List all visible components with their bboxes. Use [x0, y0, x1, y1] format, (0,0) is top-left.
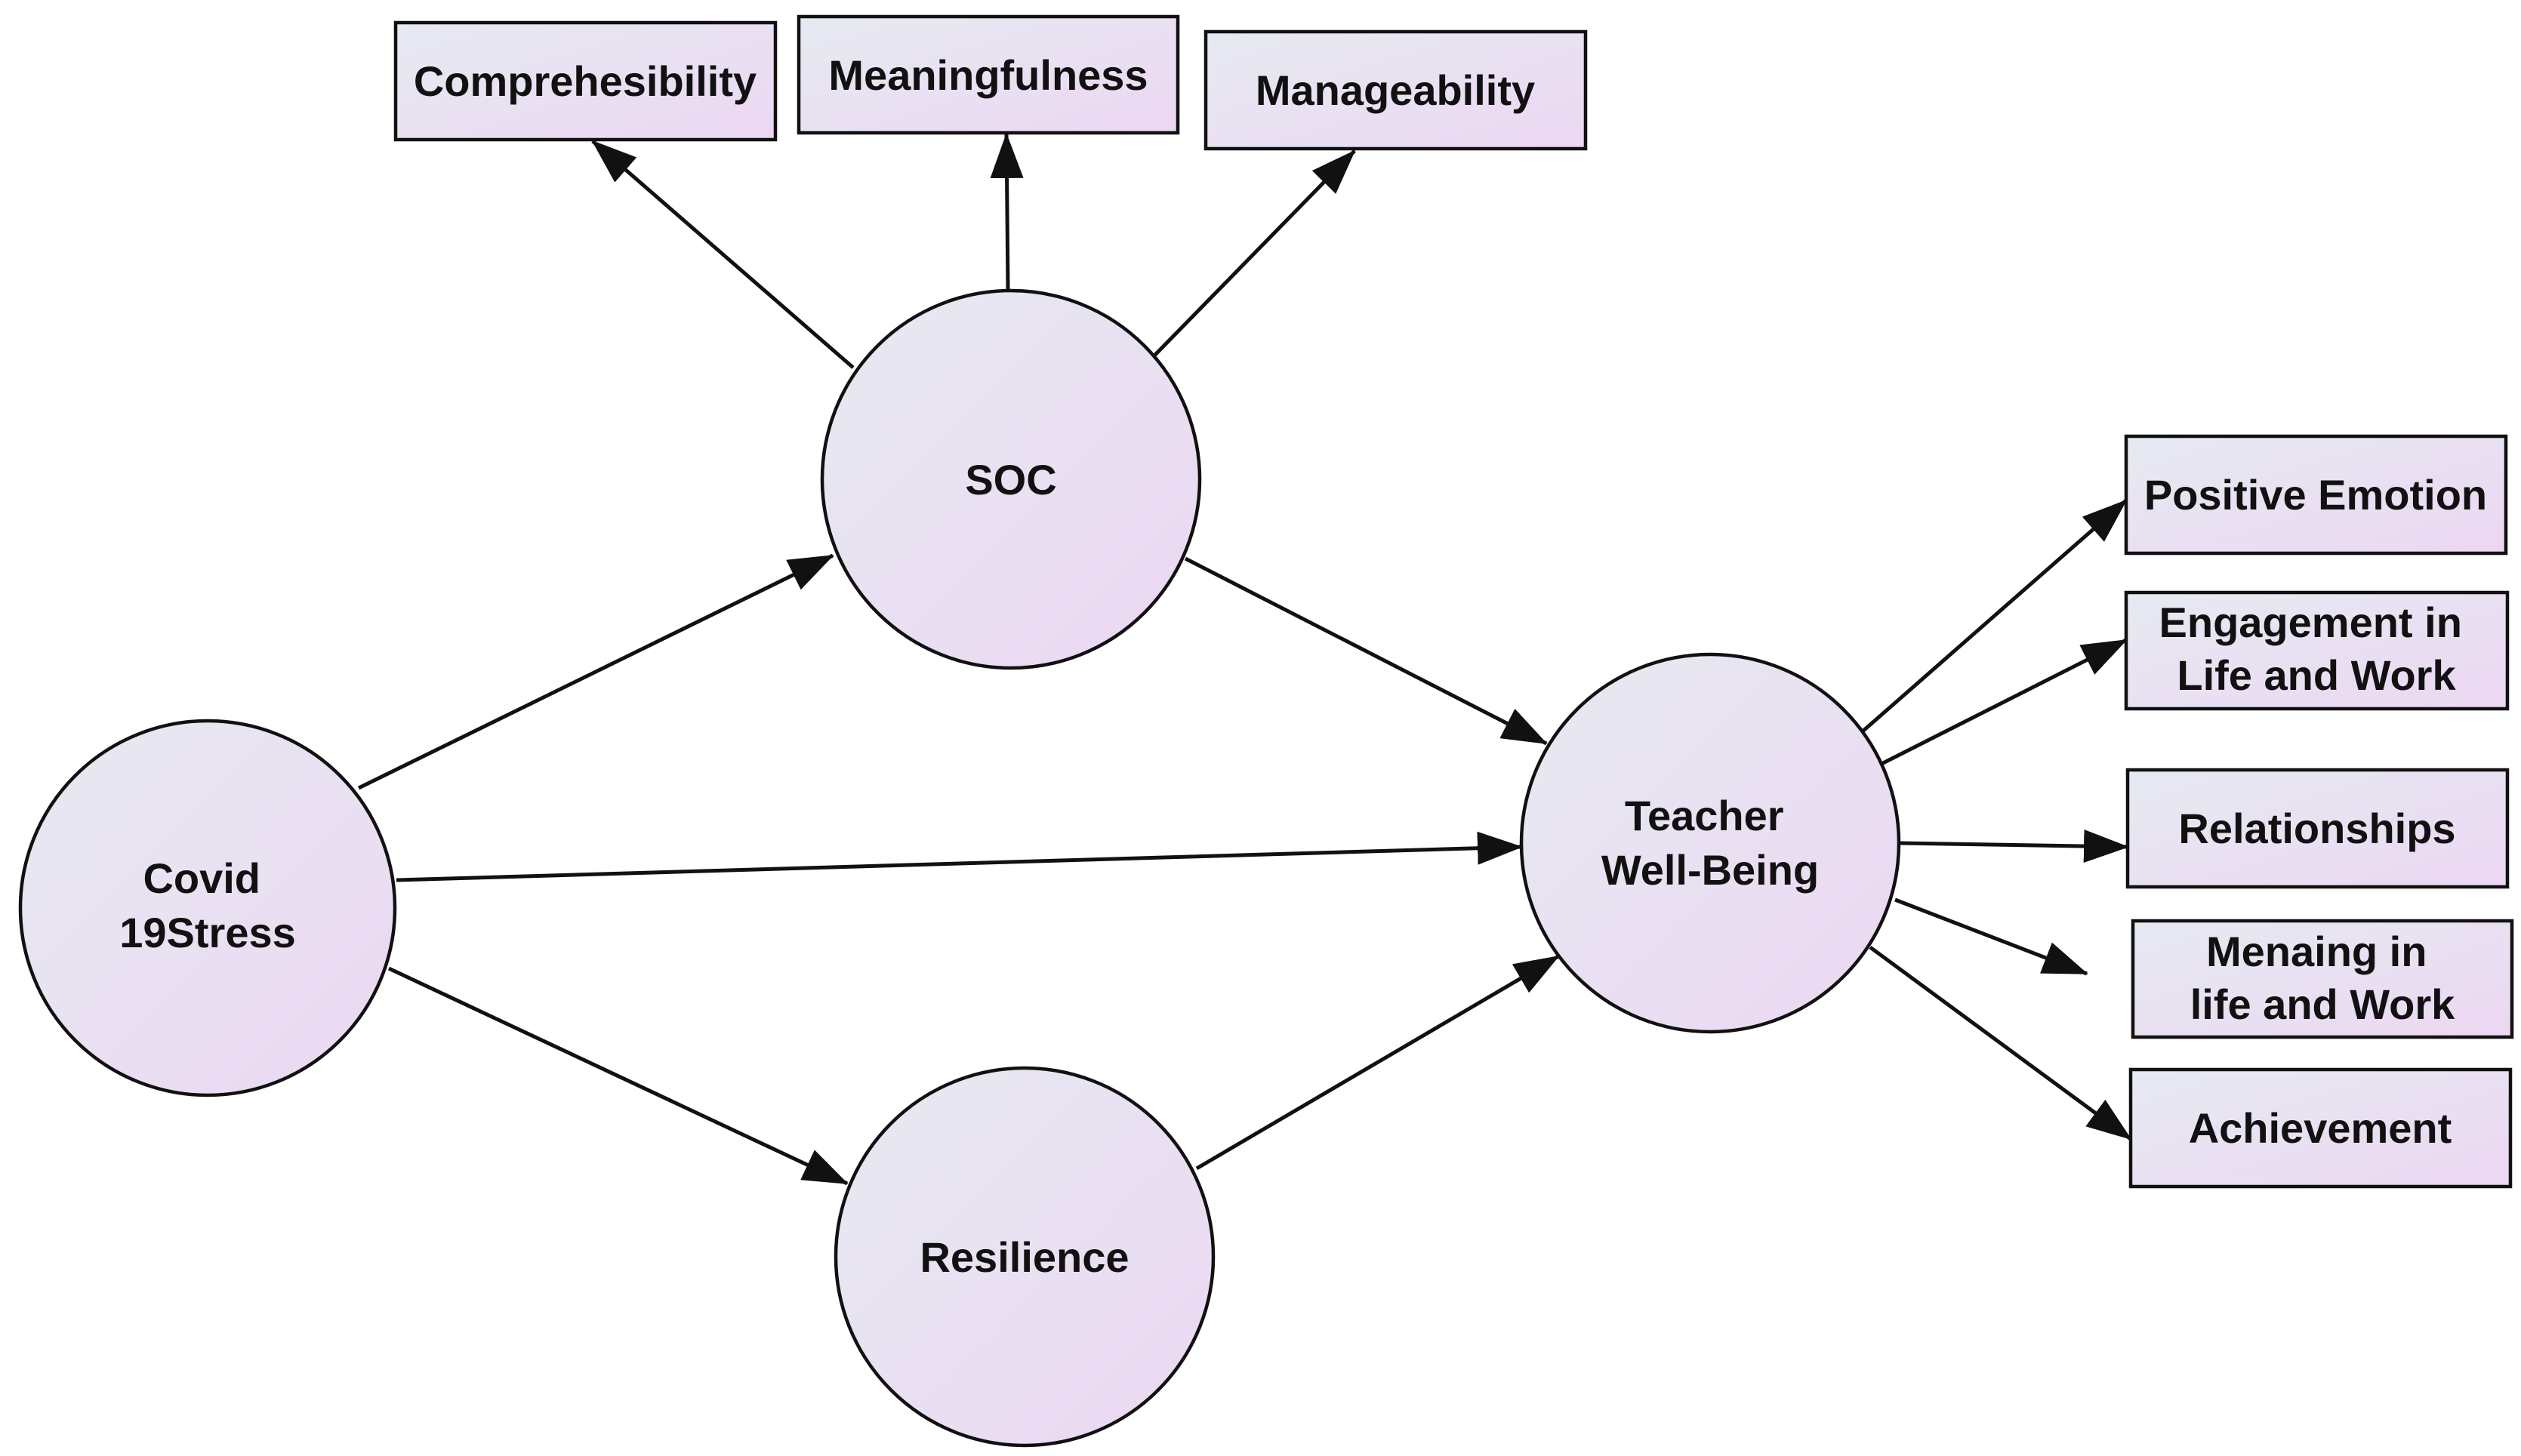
- node-resilience: Resilience: [834, 1066, 1216, 1448]
- arrow-soc-to-meaningfulness: [990, 133, 1024, 291]
- indicator-manageability: Manageability: [1203, 29, 1588, 151]
- node-soc-label: SOC: [965, 456, 1056, 503]
- arrow-wellbeing-to-engagement: [1878, 638, 2128, 767]
- indicator-positive-emotion-label: Positive Emotion: [2144, 471, 2487, 519]
- svg-text:Menaing in life and Work: Menaing in life and Work: [2190, 928, 2455, 1028]
- arrow-wellbeing-to-achievement: [1869, 945, 2132, 1141]
- indicator-meaning-line-1: Menaing in: [2206, 928, 2427, 975]
- indicator-comprehensibility: Comprehesibility: [393, 20, 778, 142]
- node-soc: SOC: [820, 288, 1202, 670]
- node-teacher-well-being-line-2: Well-Being: [1601, 846, 1819, 894]
- indicator-engagement-line-2: Life and Work: [2177, 651, 2456, 699]
- arrow-wellbeing-to-positive-emotion: [1862, 499, 2128, 732]
- arrow-soc-to-comprehensibility: [591, 140, 855, 369]
- indicator-meaning-line-2: life and Work: [2190, 980, 2455, 1028]
- indicator-engagement-line-1: Engagement in: [2159, 599, 2462, 646]
- node-covid-stress: Covid 19Stress: [18, 719, 397, 1097]
- node-covid-stress-line-2: 19Stress: [119, 909, 296, 956]
- edges-layer: [357, 133, 2132, 1186]
- indicator-relationships: Relationships: [2125, 768, 2510, 889]
- indicator-achievement: Achievement: [2128, 1067, 2513, 1189]
- indicator-meaningfulness: Meaningfulness: [797, 14, 1180, 135]
- indicator-comprehensibility-label: Comprehesibility: [414, 57, 757, 105]
- node-resilience-label: Resilience: [920, 1233, 1129, 1281]
- indicator-achievement-label: Achievement: [2189, 1104, 2452, 1152]
- svg-text:Engagement in Life and W: Engagement in Life and Work: [2159, 599, 2474, 699]
- indicator-manageability-label: Manageability: [1256, 66, 1535, 114]
- indicator-relationships-label: Relationships: [2178, 805, 2455, 852]
- svg-text:Teacher Well-Being: Teacher Well-Being: [1601, 792, 1819, 894]
- node-teacher-well-being: Teacher Well-Being: [1519, 652, 1901, 1034]
- arrow-soc-to-manageability: [1152, 149, 1356, 358]
- node-covid-stress-line-1: Covid: [143, 854, 260, 902]
- arrow-covid-to-soc: [357, 553, 834, 790]
- arrow-covid-to-wellbeing: [396, 831, 1523, 882]
- indicator-positive-emotion: Positive Emotion: [2124, 434, 2508, 556]
- indicator-engagement: Engagement in Life and Work: [2124, 590, 2510, 711]
- indicator-meaningfulness-label: Meaningfulness: [828, 51, 1148, 99]
- arrow-resilience-to-wellbeing: [1195, 954, 1560, 1171]
- svg-text:Covid 19Stress: Covid 19Stress: [119, 854, 296, 956]
- arrow-covid-to-resilience: [387, 966, 849, 1186]
- indicator-meaning: Menaing in life and Work: [2131, 919, 2514, 1039]
- arrow-wellbeing-to-meaning: [1894, 897, 2088, 976]
- arrow-wellbeing-to-relationships: [1898, 830, 2129, 863]
- node-teacher-well-being-line-1: Teacher: [1625, 792, 1784, 839]
- arrow-soc-to-wellbeing: [1184, 556, 1548, 746]
